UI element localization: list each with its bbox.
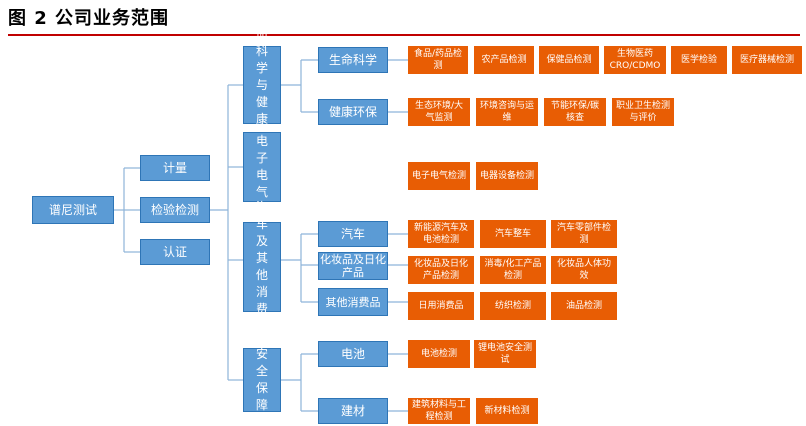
title-underline (8, 34, 800, 36)
sub-building: 建材 (318, 398, 388, 424)
item-auto-parts: 汽车零部件检测 (551, 220, 617, 248)
service-inspection: 检验检测 (140, 197, 210, 223)
service-calibration: 计量 (140, 155, 210, 181)
item-electrical: 电子电气检测 (408, 162, 470, 190)
domain-auto-consumer: 汽车及其他消费品 (243, 200, 281, 333)
item-new-material: 新材料检测 (476, 398, 538, 424)
sub-auto: 汽车 (318, 221, 388, 247)
item-medical-device: 医疗器械检测 (732, 46, 802, 74)
item-textile: 纺织检测 (480, 292, 546, 320)
item-appliance: 电器设备检测 (476, 162, 538, 190)
item-biopharma: 生物医药CRO/CDMO (604, 46, 666, 74)
domain-life-health: 生命科学与健康环保 (243, 10, 281, 160)
item-carbon: 节能环保/碳核查 (544, 98, 606, 126)
item-efficacy: 化妆品人体功效 (551, 256, 617, 284)
sub-other-consumer: 其他消费品 (318, 288, 388, 316)
item-env-consult: 环境咨询与运维 (476, 98, 538, 126)
item-cosmetics: 化妆品及日化产品检测 (408, 256, 474, 284)
item-medical-lab: 医学检验 (671, 46, 727, 74)
item-construction: 建筑材料与工程检测 (408, 398, 470, 424)
root-node: 谱尼测试 (32, 196, 114, 224)
sub-cosmetics: 化妆品及日化产品 (318, 252, 388, 280)
figure-title: 图 2 公司业务范围 (8, 8, 170, 29)
item-oil: 油品检测 (551, 292, 617, 320)
sub-battery: 电池 (318, 341, 388, 367)
item-occupational: 职业卫生检测与评价 (612, 98, 674, 126)
domain-safety: 安全保障 (243, 347, 281, 412)
domain-electronics: 电子电气 (243, 132, 281, 202)
item-disinfect: 消毒/化工产品检测 (480, 256, 546, 284)
item-vehicle: 汽车整车 (480, 220, 546, 248)
sub-life-science: 生命科学 (318, 47, 388, 73)
sub-health-env: 健康环保 (318, 99, 388, 125)
item-agri: 农产品检测 (474, 46, 534, 74)
item-battery-test: 电池检测 (408, 340, 470, 368)
item-health-food: 保健品检测 (539, 46, 599, 74)
item-daily: 日用消费品 (408, 292, 474, 320)
item-ecology: 生态环境/大气监测 (408, 98, 470, 126)
item-food-drug: 食品/药品检测 (408, 46, 468, 74)
item-lithium: 锂电池安全测试 (474, 340, 536, 368)
item-ev-battery: 新能源汽车及电池检测 (408, 220, 474, 248)
service-certification: 认证 (140, 239, 210, 265)
